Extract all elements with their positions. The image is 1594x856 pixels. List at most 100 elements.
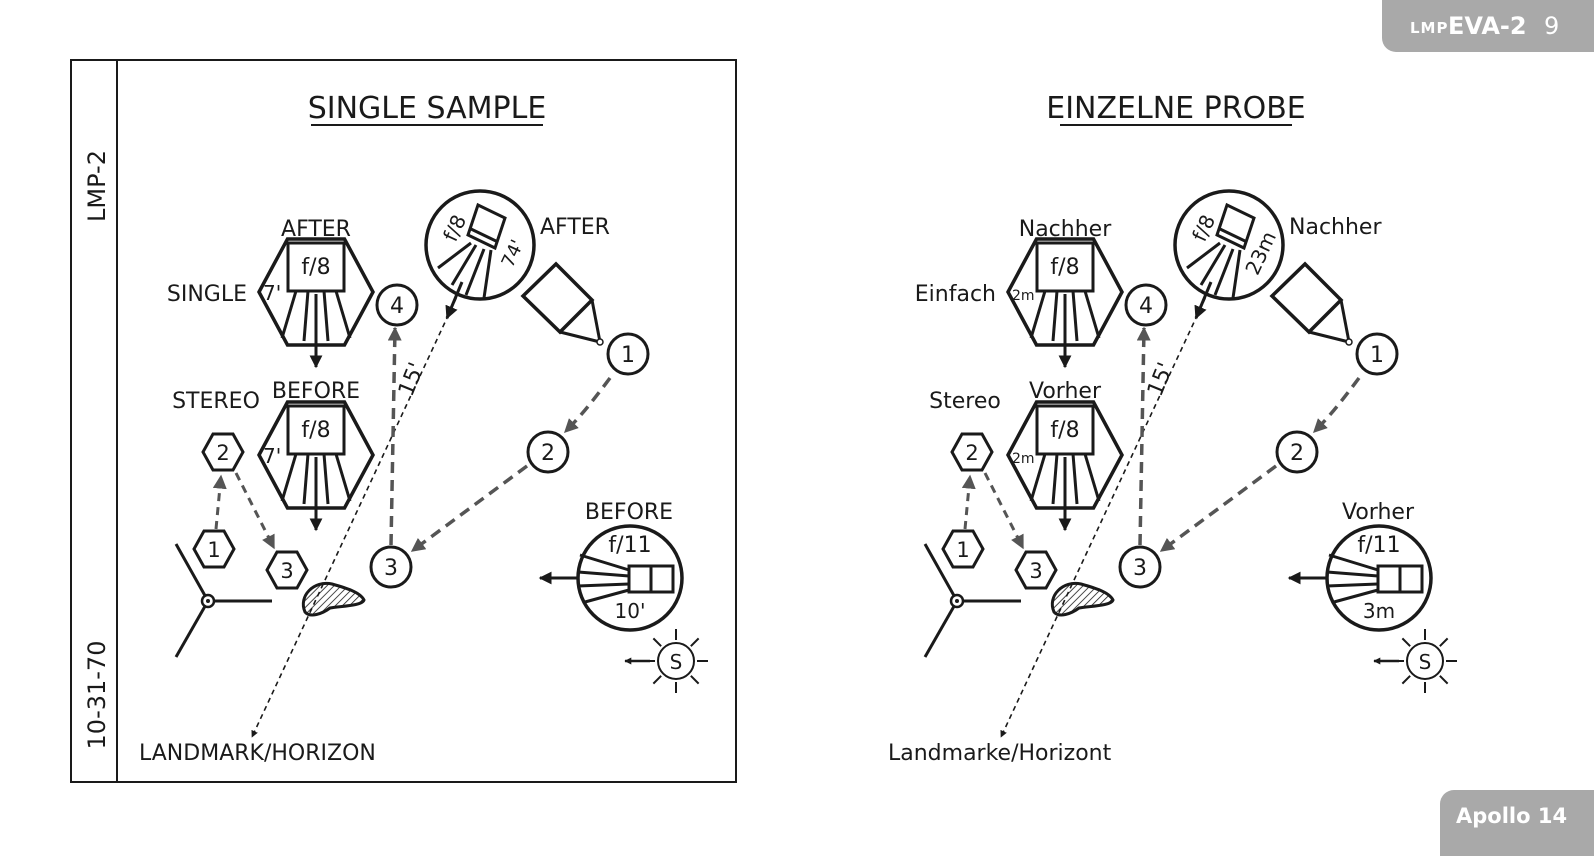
- sun-ray: [1439, 637, 1449, 647]
- gnomon-icon: [923, 543, 1021, 658]
- view-cone-line: [1083, 453, 1101, 502]
- path-arrow-3-4: [387, 326, 402, 546]
- sun-disc: [657, 642, 695, 680]
- stereo-position-hexagon: [941, 529, 985, 569]
- camera-body: [466, 202, 507, 251]
- view-cone-line: [334, 453, 352, 502]
- stereo-step-number: 2: [216, 441, 229, 465]
- f-stop-label: f/8: [1050, 255, 1079, 280]
- f-stop-label: f/8: [301, 418, 330, 443]
- view-cone-line: [437, 241, 472, 270]
- after-camera-circle: f/874': [424, 189, 536, 301]
- camera-lens-edge: [1219, 227, 1248, 244]
- view-cone-line: [334, 290, 352, 339]
- hexagon-outline: [257, 237, 375, 347]
- before-right-label: BEFORE: [585, 500, 673, 525]
- path-step-number: 3: [384, 556, 398, 581]
- camera-body: [1035, 404, 1095, 456]
- view-cone-line: [1186, 241, 1221, 270]
- gnomon-leg: [923, 543, 959, 602]
- sample-rock-icon: [301, 581, 366, 617]
- sun-icon: S: [1393, 629, 1457, 693]
- view-cone-line: [1029, 453, 1047, 502]
- camera-body: [1215, 202, 1256, 251]
- page-header-tab: LMP EVA-2 9: [1382, 0, 1594, 52]
- landmark-label: Landmarke/Horizont: [888, 741, 1112, 766]
- sun-letter: S: [670, 650, 683, 674]
- f-stop-label: f/8: [301, 255, 330, 280]
- view-cone-line: [1213, 248, 1235, 296]
- view-cone-line: [280, 453, 298, 502]
- sun-ray: [652, 637, 662, 647]
- single-label: SINGLE: [167, 282, 247, 307]
- distance-label: 7': [263, 281, 281, 305]
- tilted-square-shape: [1269, 261, 1344, 335]
- camera-view-arrow: [1194, 281, 1213, 320]
- gnomon-pivot-dot: [206, 599, 210, 603]
- stereo-move-arrow: [961, 474, 976, 530]
- stereo-position-hexagon: [1014, 550, 1058, 590]
- page-number: 9: [1544, 12, 1560, 40]
- path-arrow-2-3: [1159, 464, 1278, 553]
- before-label: Vorher: [1029, 379, 1102, 404]
- path-arrow-1-2: [1312, 376, 1361, 434]
- header-vehicle: LMP: [1410, 19, 1449, 37]
- view-cone-line: [577, 582, 630, 588]
- camera-view-arrow: [445, 281, 464, 320]
- circle-outline: [424, 189, 536, 301]
- landmark-direction-line: [1000, 289, 1210, 738]
- path-step-circle: [369, 545, 413, 589]
- stereo-label: Stereo: [929, 389, 1001, 414]
- after-label: Nachher: [1019, 217, 1112, 242]
- path-arrow-2-3: [410, 464, 529, 553]
- camera-body: [286, 241, 346, 293]
- gnomon-leg: [174, 543, 210, 602]
- sun-disc: [1406, 642, 1444, 680]
- distance-label: 2m: [1012, 288, 1035, 304]
- stereo-label: STEREO: [172, 389, 260, 414]
- view-cone-line: [1083, 290, 1101, 339]
- landmark-direction-line: [251, 289, 461, 738]
- sun-letter: S: [1419, 650, 1432, 674]
- gnomon-icon: [174, 543, 272, 658]
- sun-ray: [652, 675, 662, 685]
- view-cone-line: [1199, 244, 1227, 286]
- connector-point: [596, 338, 604, 346]
- sun-icon: S: [644, 629, 708, 693]
- gnomon-pivot-dot: [955, 599, 959, 603]
- view-cone-line: [1328, 553, 1379, 572]
- path-step-number: 2: [1290, 441, 1304, 466]
- path-step-circle: [1124, 283, 1168, 327]
- after-right-label: Nachher: [1289, 215, 1382, 240]
- view-cone-line: [280, 290, 298, 339]
- connector-line: [590, 299, 602, 343]
- connector-line: [559, 330, 601, 344]
- sidebar-bottom-label: 10-31-70: [83, 641, 111, 750]
- view-cone-line: [579, 553, 630, 572]
- sun-ray: [690, 637, 700, 647]
- mission-tab: Apollo 14: [1440, 790, 1594, 856]
- stereo-move-arrow: [983, 472, 1025, 550]
- view-cone-line: [322, 453, 330, 505]
- view-cone-line: [1333, 588, 1379, 604]
- connector-point: [1345, 338, 1353, 346]
- view-cone-line: [1071, 290, 1079, 342]
- distance-label: 10': [615, 599, 646, 623]
- stereo-position-hexagon: [192, 529, 236, 569]
- path-step-circle: [526, 430, 570, 474]
- panel-title: SINGLE SAMPLE: [308, 91, 547, 126]
- path-step-number: 1: [1370, 343, 1384, 368]
- path-step-number: 2: [541, 441, 555, 466]
- panel-frame: [70, 59, 737, 783]
- tilted-square-shape: [520, 261, 595, 335]
- view-cone-line: [1231, 249, 1242, 299]
- sun-ray: [1401, 637, 1411, 647]
- stereo-step-number: 1: [956, 538, 969, 562]
- distance-label: 7': [263, 444, 281, 468]
- view-cone-line: [464, 248, 486, 296]
- stereo-position-hexagon: [201, 432, 245, 472]
- english-panel: SINGLE SAMPLEf/87'AFTERSINGLEf/87'BEFORE…: [139, 91, 708, 766]
